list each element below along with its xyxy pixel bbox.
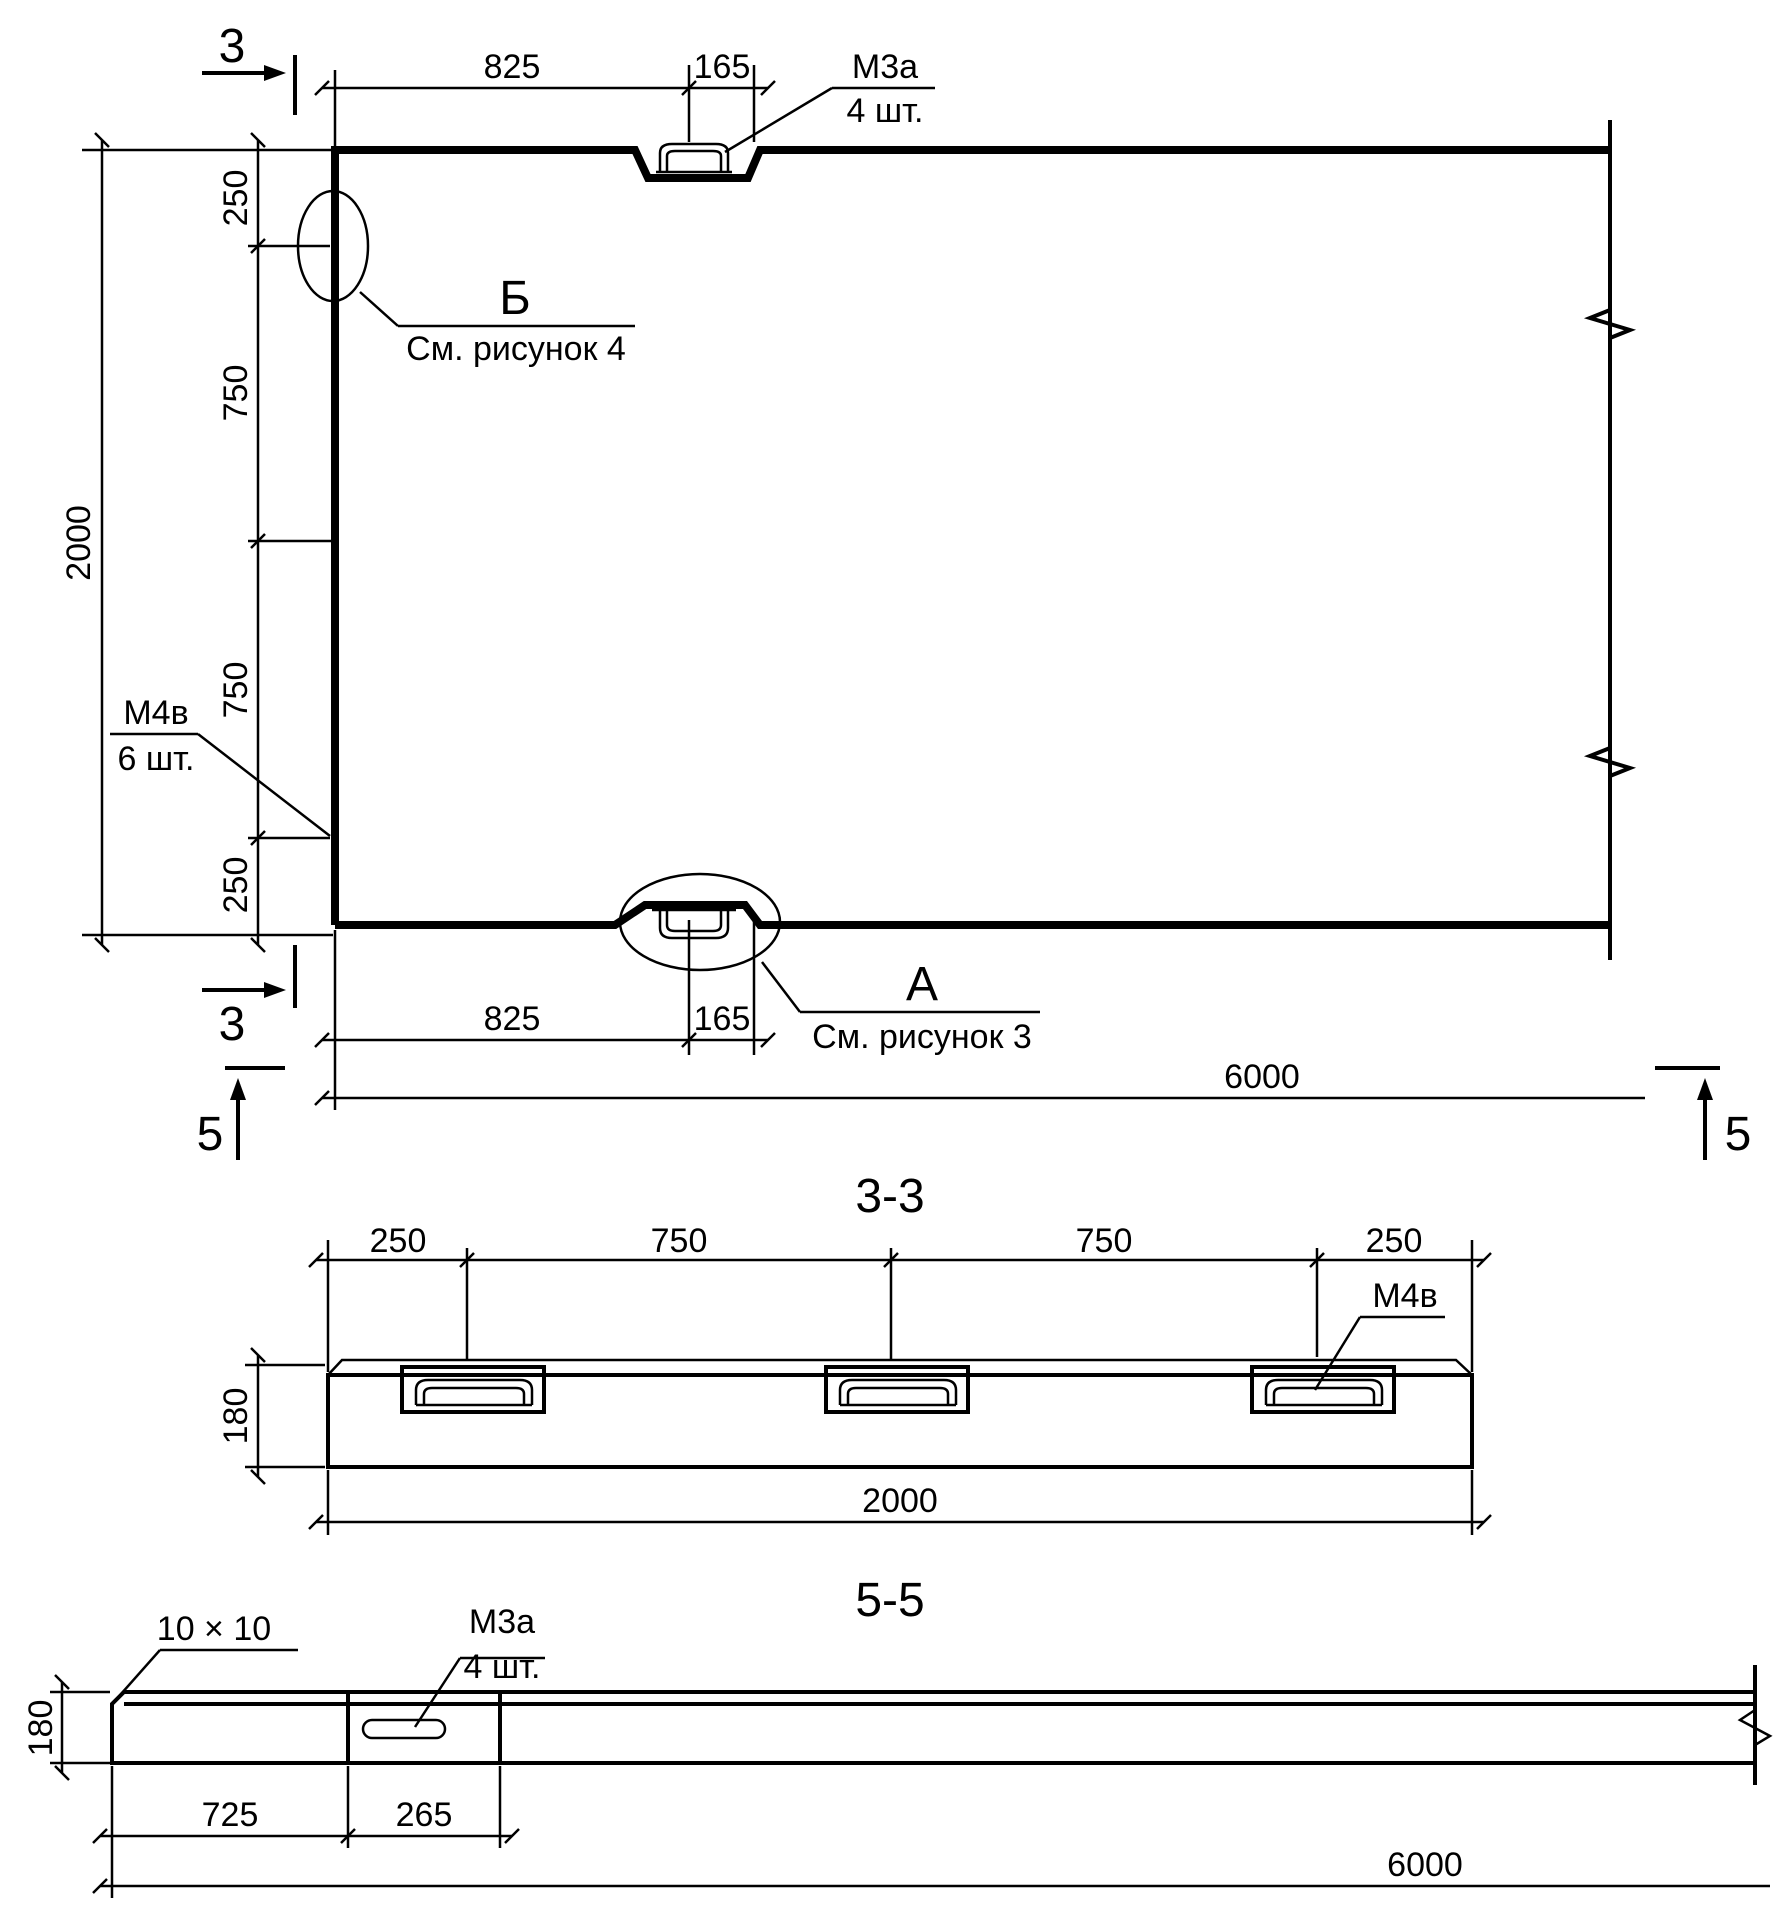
dim-left-750-a: 750 bbox=[217, 365, 255, 422]
lifting-loop-top bbox=[656, 142, 732, 174]
callout-m3a-top: М3а 4 шт. bbox=[724, 48, 935, 154]
section-5-5-dim-725: 725 bbox=[202, 1796, 259, 1834]
callout-m3a-mark: М3а bbox=[852, 48, 918, 86]
section-3-3-width: 2000 bbox=[862, 1482, 938, 1520]
section-3-3-recess-3 bbox=[1250, 1365, 1396, 1414]
section-5-5-chamfer: 10 × 10 bbox=[157, 1610, 271, 1648]
section-5-5-height: 180 bbox=[22, 1700, 60, 1757]
section-5-left-label: 5 bbox=[197, 1108, 224, 1161]
callout-detail-b: Б См. рисунок 4 bbox=[359, 272, 635, 368]
section-5-5-title: 5-5 bbox=[855, 1574, 924, 1627]
dim-bottom-165: 165 bbox=[694, 1000, 751, 1038]
section-5-5-callout-mark: М3а bbox=[469, 1603, 535, 1641]
detail-a-ref: См. рисунок 3 bbox=[812, 1018, 1032, 1056]
section-3-3-dim-250-right: 250 bbox=[1366, 1222, 1423, 1260]
section-3-3-height: 180 bbox=[217, 1388, 255, 1445]
dim-top-825: 825 bbox=[484, 48, 541, 86]
section-5-5: 5-5 10 × 10 М3а 4 шт. 180 725 265 6000 bbox=[22, 1574, 1773, 1898]
slab-outline bbox=[331, 120, 1637, 960]
dim-bottom-825: 825 bbox=[484, 1000, 541, 1038]
section-5-5-pocket bbox=[346, 1690, 502, 1765]
section-5-5-loop bbox=[361, 1718, 447, 1740]
section-mark-3-bottom: 3 bbox=[202, 945, 297, 1051]
callout-detail-a: А См. рисунок 3 bbox=[761, 958, 1040, 1056]
section-mark-5-left: 5 bbox=[197, 1066, 285, 1161]
section-3-3-dim-250-left: 250 bbox=[370, 1222, 427, 1260]
section-3-3: 3-3 250 bbox=[217, 1170, 1492, 1535]
detail-a-outline bbox=[618, 872, 782, 972]
plan-view: 825 165 М3а 4 шт. Б См. рисунок 4 bbox=[60, 20, 1751, 1161]
detail-b-letter: Б bbox=[499, 272, 531, 325]
section-5-right-label: 5 bbox=[1725, 1108, 1752, 1161]
section-3-3-callout: М4в bbox=[1372, 1277, 1437, 1315]
break-mark-bottom bbox=[1583, 746, 1637, 778]
bottom-dimension-chain: 825 165 6000 bbox=[314, 920, 1645, 1110]
dim-top-165: 165 bbox=[694, 48, 751, 86]
section-mark-3-top: 3 bbox=[202, 20, 297, 115]
section-3-3-title: 3-3 bbox=[855, 1170, 924, 1223]
section-5-5-callout-qty: 4 шт. bbox=[464, 1648, 541, 1686]
lifting-loop-bottom bbox=[652, 908, 736, 940]
break-mark-top bbox=[1583, 308, 1637, 340]
top-dimension-chain: 825 165 bbox=[314, 48, 776, 148]
section-3-3-recess-2 bbox=[824, 1365, 970, 1414]
dim-left-250-bottom: 250 bbox=[217, 857, 255, 914]
detail-a-letter: А bbox=[906, 958, 938, 1011]
section-5-5-length: 6000 bbox=[1387, 1846, 1463, 1884]
dim-left-2000: 2000 bbox=[60, 505, 98, 581]
dim-left-750-b: 750 bbox=[217, 662, 255, 719]
callout-m3a-qty: 4 шт. bbox=[847, 92, 924, 130]
callout-m4v-qty: 6 шт. bbox=[118, 740, 195, 778]
section-mark-5-right: 5 bbox=[1655, 1066, 1752, 1161]
section-3-3-dim-750-a: 750 bbox=[651, 1222, 708, 1260]
section-3-bottom-label: 3 bbox=[219, 998, 246, 1051]
left-dimension-chain: 2000 250 750 750 250 bbox=[60, 132, 335, 953]
section-3-3-body bbox=[326, 1373, 1474, 1469]
section-3-top-label: 3 bbox=[219, 20, 246, 73]
detail-b-ref: См. рисунок 4 bbox=[406, 330, 626, 368]
dim-left-250-top: 250 bbox=[217, 170, 255, 227]
section-5-5-body bbox=[110, 1690, 1755, 1765]
section-5-5-dim-265: 265 bbox=[396, 1796, 453, 1834]
section-3-3-dim-750-b: 750 bbox=[1076, 1222, 1133, 1260]
section-5-5-break-mark bbox=[1737, 1708, 1773, 1747]
dim-overall-6000: 6000 bbox=[1224, 1058, 1300, 1096]
callout-m4v-mark: М4в bbox=[123, 694, 188, 732]
callout-m4v-plan: М4в 6 шт. bbox=[110, 694, 331, 837]
section-3-3-recess-1 bbox=[400, 1365, 546, 1414]
